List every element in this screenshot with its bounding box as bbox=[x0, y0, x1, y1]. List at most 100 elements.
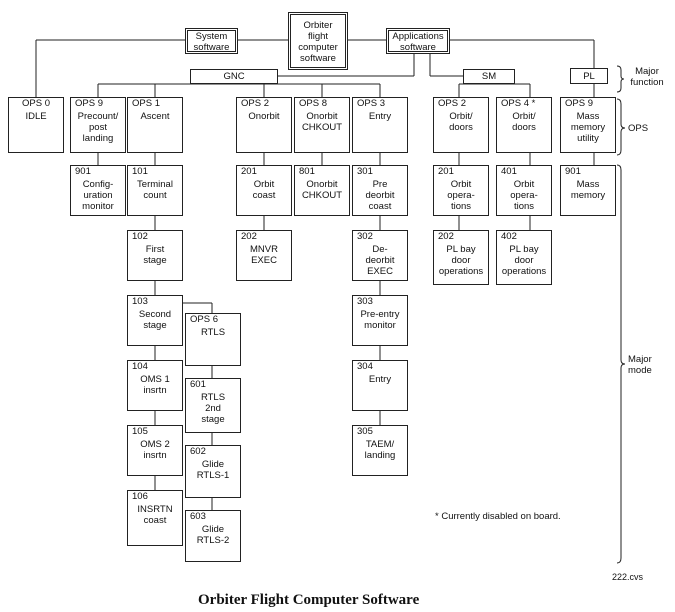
mode-901-pl-head: 901 bbox=[565, 166, 581, 177]
ops6-box: OPS 6 RTLS bbox=[185, 313, 241, 366]
mode-302-body: De- deorbit EXEC bbox=[365, 244, 395, 277]
system-software-box: System software bbox=[185, 28, 238, 54]
mode-202-sm-body: PL bay door operations bbox=[438, 244, 484, 277]
mode-901-gnc-head: 901 bbox=[75, 166, 91, 177]
ops2-sm-box: OPS 2 Orbit/ doors bbox=[433, 97, 489, 153]
mode-102-box: 102 First stage bbox=[127, 230, 183, 281]
ops1-body: Ascent bbox=[140, 111, 170, 122]
mode-401-head: 401 bbox=[501, 166, 517, 177]
mode-603-head: 603 bbox=[190, 511, 206, 522]
pl-label: PL bbox=[583, 70, 595, 82]
sm-label: SM bbox=[481, 71, 497, 82]
mode-603-body: Glide RTLS-2 bbox=[196, 524, 230, 546]
orbiter-software-box: Orbiter flight computer software bbox=[288, 12, 348, 70]
mode-401-box: 401 Orbit opera- tions bbox=[496, 165, 552, 216]
mode-201-gnc-box: 201 Orbit coast bbox=[236, 165, 292, 216]
mode-201-sm-body: Orbit opera- tions bbox=[447, 179, 475, 212]
ops8-body: Onorbit CHKOUT bbox=[301, 111, 343, 133]
ops1-box: OPS 1 Ascent bbox=[127, 97, 183, 153]
mode-201-gnc-head: 201 bbox=[241, 166, 257, 177]
ops9-pl-head: OPS 9 bbox=[565, 98, 593, 109]
mode-201-sm-box: 201 Orbit opera- tions bbox=[433, 165, 489, 216]
mode-106-head: 106 bbox=[132, 491, 148, 502]
mode-302-box: 302 De- deorbit EXEC bbox=[352, 230, 408, 281]
mode-305-body: TAEM/ landing bbox=[364, 439, 396, 461]
mode-601-box: 601 RTLS 2nd stage bbox=[185, 378, 241, 433]
mode-801-box: 801 Onorbit CHKOUT bbox=[294, 165, 350, 216]
pl-box: PL bbox=[570, 68, 608, 84]
ops2-sm-body: Orbit/ doors bbox=[449, 111, 473, 133]
mode-104-body: OMS 1 insrtn bbox=[140, 374, 170, 396]
ops8-head: OPS 8 bbox=[299, 98, 327, 109]
ops6-body: RTLS bbox=[200, 327, 226, 338]
ops2-gnc-head: OPS 2 bbox=[241, 98, 269, 109]
mode-304-body: Entry bbox=[368, 374, 392, 385]
mode-901-gnc-body: Config- uration monitor bbox=[82, 179, 114, 212]
mode-202-gnc-head: 202 bbox=[241, 231, 257, 242]
mode-401-body: Orbit opera- tions bbox=[510, 179, 538, 212]
mode-301-body: Pre deorbit coast bbox=[365, 179, 395, 212]
ops0-head: OPS 0 bbox=[22, 98, 50, 109]
mode-402-box: 402 PL bay door operations bbox=[496, 230, 552, 285]
ops8-box: OPS 8 Onorbit CHKOUT bbox=[294, 97, 350, 153]
mode-801-body: Onorbit CHKOUT bbox=[301, 179, 343, 201]
ops0-box: OPS 0 IDLE bbox=[8, 97, 64, 153]
mode-105-head: 105 bbox=[132, 426, 148, 437]
ops9-gnc-body: Precount/ post landing bbox=[77, 111, 119, 144]
ops9-pl-box: OPS 9 Mass memory utility bbox=[560, 97, 616, 153]
mode-103-body: Second stage bbox=[138, 309, 172, 331]
ops4-sm-box: OPS 4 * Orbit/ doors bbox=[496, 97, 552, 153]
mode-102-head: 102 bbox=[132, 231, 148, 242]
mode-201-gnc-body: Orbit coast bbox=[252, 179, 276, 201]
applications-software-label: Applications software bbox=[392, 30, 444, 53]
file-reference: 222.cvs bbox=[612, 572, 644, 582]
mode-201-sm-head: 201 bbox=[438, 166, 454, 177]
gnc-label: GNC bbox=[223, 71, 245, 82]
mode-103-box: 103 Second stage bbox=[127, 295, 183, 346]
mode-303-body: Pre-entry monitor bbox=[360, 309, 400, 331]
mode-104-head: 104 bbox=[132, 361, 148, 372]
mode-105-box: 105 OMS 2 insrtn bbox=[127, 425, 183, 476]
mode-101-head: 101 bbox=[132, 166, 148, 177]
mode-602-body: Glide RTLS-1 bbox=[196, 459, 230, 481]
ops9-pl-body: Mass memory utility bbox=[570, 111, 606, 144]
mode-104-box: 104 OMS 1 insrtn bbox=[127, 360, 183, 411]
mode-304-box: 304 Entry bbox=[352, 360, 408, 411]
major-mode-label: Major mode bbox=[628, 354, 652, 376]
mode-106-body: INSRTN coast bbox=[137, 504, 173, 526]
mode-901-pl-box: 901 Mass memory bbox=[560, 165, 616, 216]
mode-101-box: 101 Terminal count bbox=[127, 165, 183, 216]
mode-305-head: 305 bbox=[357, 426, 373, 437]
mode-302-head: 302 bbox=[357, 231, 373, 242]
ops2-sm-head: OPS 2 bbox=[438, 98, 466, 109]
ops-label: OPS bbox=[628, 123, 649, 134]
mode-801-head: 801 bbox=[299, 166, 315, 177]
ops3-body: Entry bbox=[368, 111, 392, 122]
major-function-label: Major function bbox=[630, 66, 664, 88]
mode-106-box: 106 INSRTN coast bbox=[127, 490, 183, 546]
ops4-sm-head: OPS 4 * bbox=[501, 98, 536, 109]
mode-101-body: Terminal count bbox=[137, 179, 173, 201]
mode-402-body: PL bay door operations bbox=[501, 244, 547, 277]
mode-303-head: 303 bbox=[357, 296, 373, 307]
figure-caption: Orbiter Flight Computer Software bbox=[198, 592, 420, 608]
footnote: * Currently disabled on board. bbox=[435, 511, 561, 522]
ops9-gnc-head: OPS 9 bbox=[75, 98, 103, 109]
mode-202-gnc-body: MNVR EXEC bbox=[250, 244, 278, 266]
ops3-box: OPS 3 Entry bbox=[352, 97, 408, 153]
system-software-label: System software bbox=[193, 30, 230, 53]
mode-305-box: 305 TAEM/ landing bbox=[352, 425, 408, 476]
mode-303-box: 303 Pre-entry monitor bbox=[352, 295, 408, 346]
ops1-head: OPS 1 bbox=[132, 98, 160, 109]
mode-301-head: 301 bbox=[357, 166, 373, 177]
ops2-gnc-box: OPS 2 Onorbit bbox=[236, 97, 292, 153]
mode-901-gnc-box: 901 Config- uration monitor bbox=[70, 165, 126, 216]
ops0-body: IDLE bbox=[25, 111, 47, 122]
ops4-sm-body: Orbit/ doors bbox=[512, 111, 536, 133]
mode-901-pl-body: Mass memory bbox=[570, 179, 606, 201]
mode-103-head: 103 bbox=[132, 296, 148, 307]
applications-software-box: Applications software bbox=[386, 28, 450, 54]
mode-602-box: 602 Glide RTLS-1 bbox=[185, 445, 241, 498]
mode-602-head: 602 bbox=[190, 446, 206, 457]
ops3-head: OPS 3 bbox=[357, 98, 385, 109]
